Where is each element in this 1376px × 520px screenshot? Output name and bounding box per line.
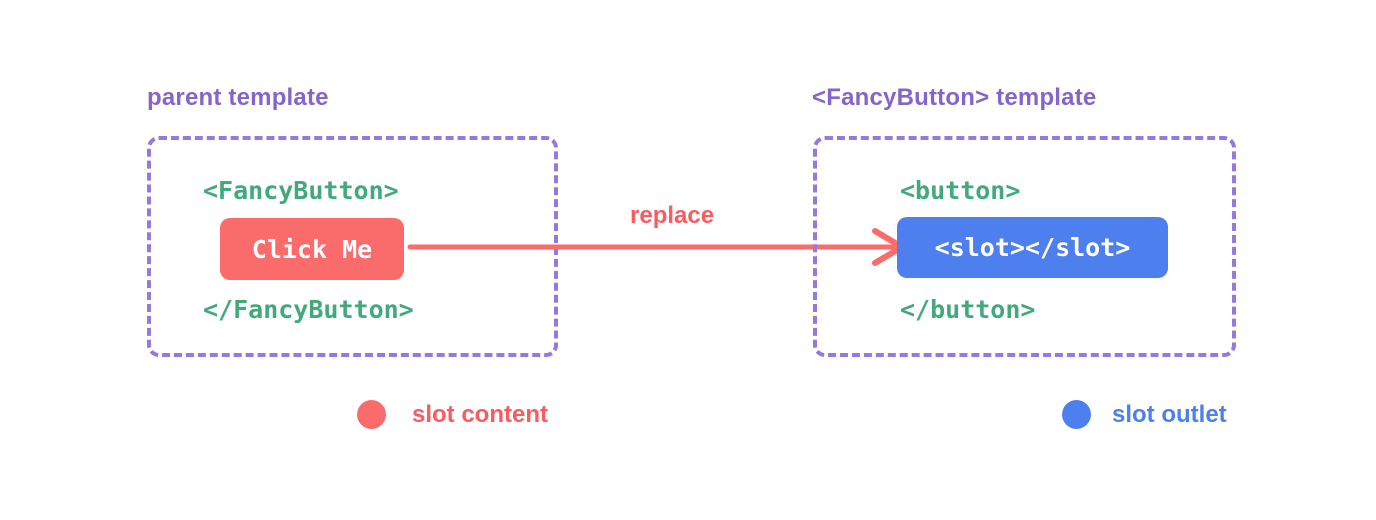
parent-open-tag: <FancyButton> bbox=[203, 176, 399, 205]
fancy-open-tag: <button> bbox=[900, 176, 1021, 205]
fancy-close-tag: </button> bbox=[900, 295, 1036, 324]
slot-outlet-label: slot outlet bbox=[1112, 401, 1227, 428]
click-me-button: Click Me bbox=[220, 218, 404, 280]
slot-outlet-dot bbox=[1062, 400, 1091, 429]
replace-label: replace bbox=[630, 202, 715, 229]
parent-template-title: parent template bbox=[147, 84, 329, 111]
slot-content-label: slot content bbox=[412, 401, 548, 428]
fancy-button-template-title: <FancyButton> template bbox=[812, 84, 1097, 111]
click-me-button-label: Click Me bbox=[251, 234, 373, 264]
fancy-button-template-box bbox=[813, 136, 1236, 357]
slot-outlet-chip: <slot></slot> bbox=[897, 217, 1168, 278]
slot-content-dot bbox=[357, 400, 386, 429]
slot-outlet-code: <slot></slot> bbox=[934, 233, 1131, 262]
parent-close-tag: </FancyButton> bbox=[203, 295, 414, 324]
